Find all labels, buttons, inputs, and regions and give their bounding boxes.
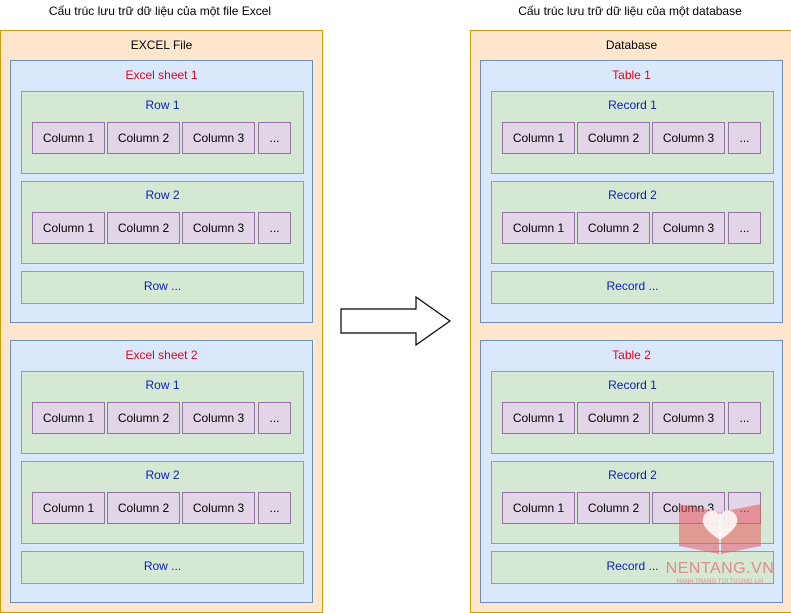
record-title: Record ... xyxy=(606,279,659,293)
column-cell: Column 1 xyxy=(32,492,105,524)
column-cell: Column 3 xyxy=(182,402,255,434)
database-table-1-record-2: Record 2 Column 1 Column 2 Column 3 ... xyxy=(491,181,774,264)
database-table-2-record-1: Record 1 Column 1 Column 2 Column 3 ... xyxy=(491,371,774,454)
excel-sheet-2: Excel sheet 2 Row 1 Column 1 Column 2 Co… xyxy=(10,340,313,603)
record-title: Record ... xyxy=(606,559,659,573)
excel-file-title: EXCEL File xyxy=(130,38,193,52)
column-cell: Column 1 xyxy=(502,492,575,524)
row-title: Row 1 xyxy=(145,98,180,112)
more-columns-cell: ... xyxy=(258,122,291,154)
column-cell: Column 2 xyxy=(577,122,650,154)
excel-sheet-2-title: Excel sheet 2 xyxy=(125,348,198,362)
record-title: Record 2 xyxy=(608,468,657,482)
row-title: Row ... xyxy=(143,279,182,293)
excel-sheet-1-row-more: Row ... xyxy=(21,271,304,304)
row-title: Row 2 xyxy=(145,188,180,202)
watermark-tagline: HÀNH TRANG TỚI TƯƠNG LAI xyxy=(676,579,764,585)
column-cell: Column 3 xyxy=(652,122,725,154)
database-caption: Cấu trúc lưu trữ dữ liệu của một databas… xyxy=(518,4,742,18)
column-cell: Column 2 xyxy=(577,402,650,434)
more-columns-cell: ... xyxy=(258,402,291,434)
column-cell: Column 1 xyxy=(502,212,575,244)
column-cell: Column 3 xyxy=(182,492,255,524)
right-arrow-icon xyxy=(340,295,452,347)
column-cell: Column 1 xyxy=(502,402,575,434)
column-cell: Column 2 xyxy=(107,402,180,434)
more-columns-cell: ... xyxy=(728,402,761,434)
column-cell: Column 2 xyxy=(107,492,180,524)
column-cell: Column 3 xyxy=(652,212,725,244)
more-columns-cell: ... xyxy=(258,492,291,524)
excel-sheet-1-title: Excel sheet 1 xyxy=(125,68,198,82)
more-columns-cell: ... xyxy=(728,212,761,244)
excel-sheet-2-row-2: Row 2 Column 1 Column 2 Column 3 ... xyxy=(21,461,304,544)
row-title: Row 2 xyxy=(145,468,180,482)
database-table-1-record-more: Record ... xyxy=(491,271,774,304)
column-cell: Column 2 xyxy=(577,212,650,244)
record-title: Record 1 xyxy=(608,98,657,112)
column-cell: Column 3 xyxy=(182,122,255,154)
database-table-2-title: Table 2 xyxy=(612,348,651,362)
excel-sheet-1-row-2: Row 2 Column 1 Column 2 Column 3 ... xyxy=(21,181,304,264)
column-cell: Column 1 xyxy=(502,122,575,154)
excel-sheet-1-row-1: Row 1 Column 1 Column 2 Column 3 ... xyxy=(21,91,304,174)
database-table-1-record-1: Record 1 Column 1 Column 2 Column 3 ... xyxy=(491,91,774,174)
row-title: Row 1 xyxy=(145,378,180,392)
database-table-1: Table 1 Record 1 Column 1 Column 2 Colum… xyxy=(480,60,783,323)
nentang-watermark: NENTANG.VN HÀNH TRANG TỚI TƯƠNG LAI xyxy=(660,490,780,590)
record-title: Record 2 xyxy=(608,188,657,202)
more-columns-cell: ... xyxy=(728,122,761,154)
more-columns-cell: ... xyxy=(258,212,291,244)
watermark-brand: NENTANG.VN xyxy=(665,560,775,577)
excel-sheet-2-row-1: Row 1 Column 1 Column 2 Column 3 ... xyxy=(21,371,304,454)
database-table-1-title: Table 1 xyxy=(612,68,651,82)
database-table-2-record-more: Record ... xyxy=(491,551,774,584)
book-heart-logo-icon xyxy=(679,504,761,554)
column-cell: Column 1 xyxy=(32,402,105,434)
column-cell: Column 1 xyxy=(32,212,105,244)
column-cell: Column 2 xyxy=(107,122,180,154)
column-cell: Column 1 xyxy=(32,122,105,154)
column-cell: Column 2 xyxy=(577,492,650,524)
database-title: Database xyxy=(605,38,658,52)
excel-sheet-1: Excel sheet 1 Row 1 Column 1 Column 2 Co… xyxy=(10,60,313,323)
record-title: Record 1 xyxy=(608,378,657,392)
excel-caption: Cấu trúc lưu trữ dữ liệu của một file Ex… xyxy=(48,4,272,18)
column-cell: Column 3 xyxy=(652,402,725,434)
row-title: Row ... xyxy=(143,559,182,573)
column-cell: Column 3 xyxy=(182,212,255,244)
column-cell: Column 2 xyxy=(107,212,180,244)
excel-sheet-2-row-more: Row ... xyxy=(21,551,304,584)
